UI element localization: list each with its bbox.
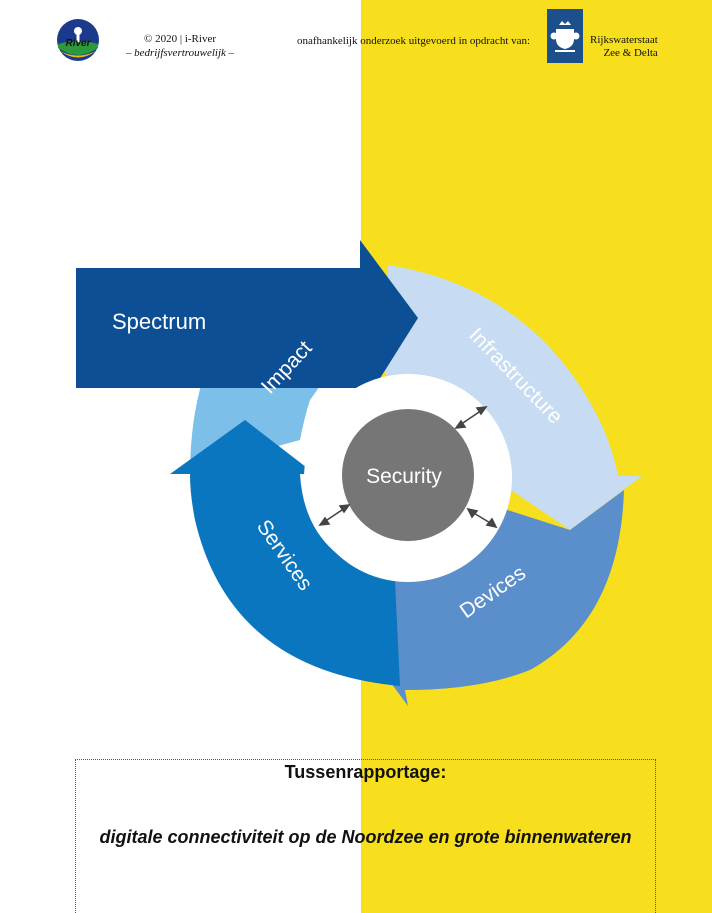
infrastructure-segment <box>385 265 642 530</box>
organisation-line1: Rijkswaterstaat <box>590 34 658 46</box>
double-arrow-icon <box>318 504 351 526</box>
spectrum-arrow <box>76 240 418 410</box>
svg-text:River: River <box>65 38 91 49</box>
commission-text: onafhankelijk onderzoek uitgevoerd in op… <box>297 35 531 47</box>
spectrum-label: Spectrum <box>112 309 206 334</box>
report-subtitle: digitale connectiviteit op de Noordzee e… <box>99 827 632 847</box>
confidential-text: – bedrijfsvertrouwelijk – <box>125 47 235 59</box>
organisation-name: Rijkswaterstaat Zee & Delta <box>590 34 658 60</box>
devices-segment <box>352 490 624 706</box>
report-heading: Tussenrapportage: <box>284 762 447 782</box>
security-core <box>342 409 474 541</box>
double-arrow-icon <box>466 507 498 529</box>
rijkswaterstaat-crest-icon <box>547 9 583 63</box>
report-title-box: Tussenrapportage: digitale connectivitei… <box>75 759 656 913</box>
copyright-block: © 2020 | i-River – bedrijfsvertrouwelijk… <box>110 32 250 60</box>
security-label: Security <box>366 465 442 488</box>
copyright-text: © 2020 | i-River <box>144 33 216 45</box>
double-arrow-icon <box>454 406 488 429</box>
organisation-line2: Zee & Delta <box>603 47 658 59</box>
services-segment <box>170 420 400 686</box>
i-river-logo-icon: River <box>56 18 100 62</box>
